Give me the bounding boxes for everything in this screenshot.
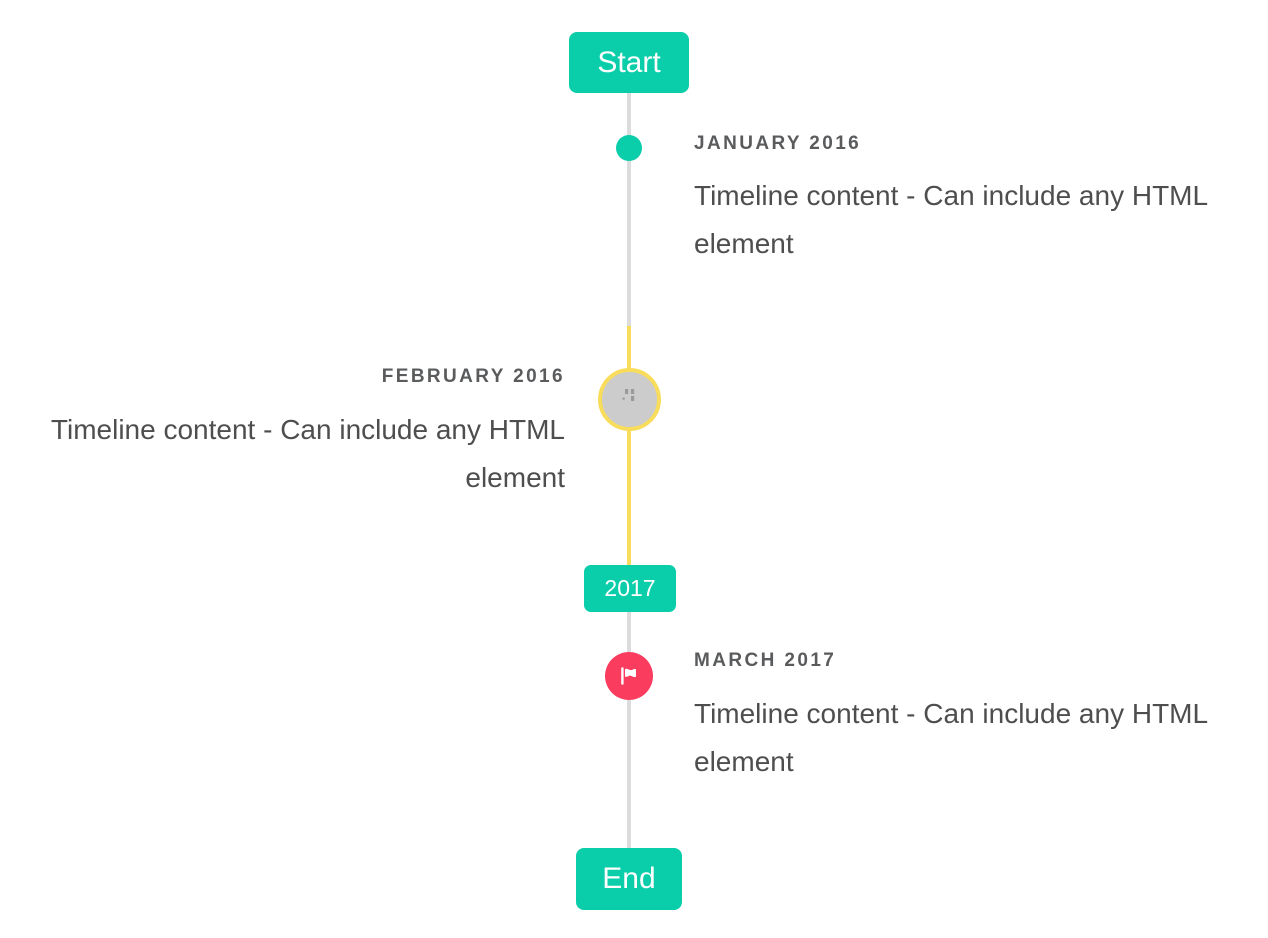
entry-content: Timeline content - Can include any HTML …: [50, 414, 565, 493]
timeline-line-top-segment: [627, 93, 631, 326]
timeline-line-highlight-segment: [627, 326, 631, 565]
entry-title: MARCH 2017: [694, 650, 837, 671]
entry-content: Timeline content - Can include any HTML …: [694, 698, 1208, 777]
image-placeholder-icon: [622, 388, 634, 401]
flag-icon: [621, 667, 636, 685]
entry-content: Timeline content - Can include any HTML …: [694, 180, 1208, 259]
marker-flag-march[interactable]: [605, 652, 653, 700]
timeline-line-bottom-segment: [627, 612, 631, 848]
end-button[interactable]: End: [576, 848, 682, 910]
entry-title: JANUARY 2016: [694, 133, 862, 154]
marker-dot-january[interactable]: [616, 135, 642, 161]
start-button[interactable]: Start: [569, 32, 689, 93]
entry-title: FEBRUARY 2016: [381, 366, 565, 387]
marker-image-february[interactable]: [598, 368, 661, 431]
year-badge: 2017: [584, 565, 676, 612]
